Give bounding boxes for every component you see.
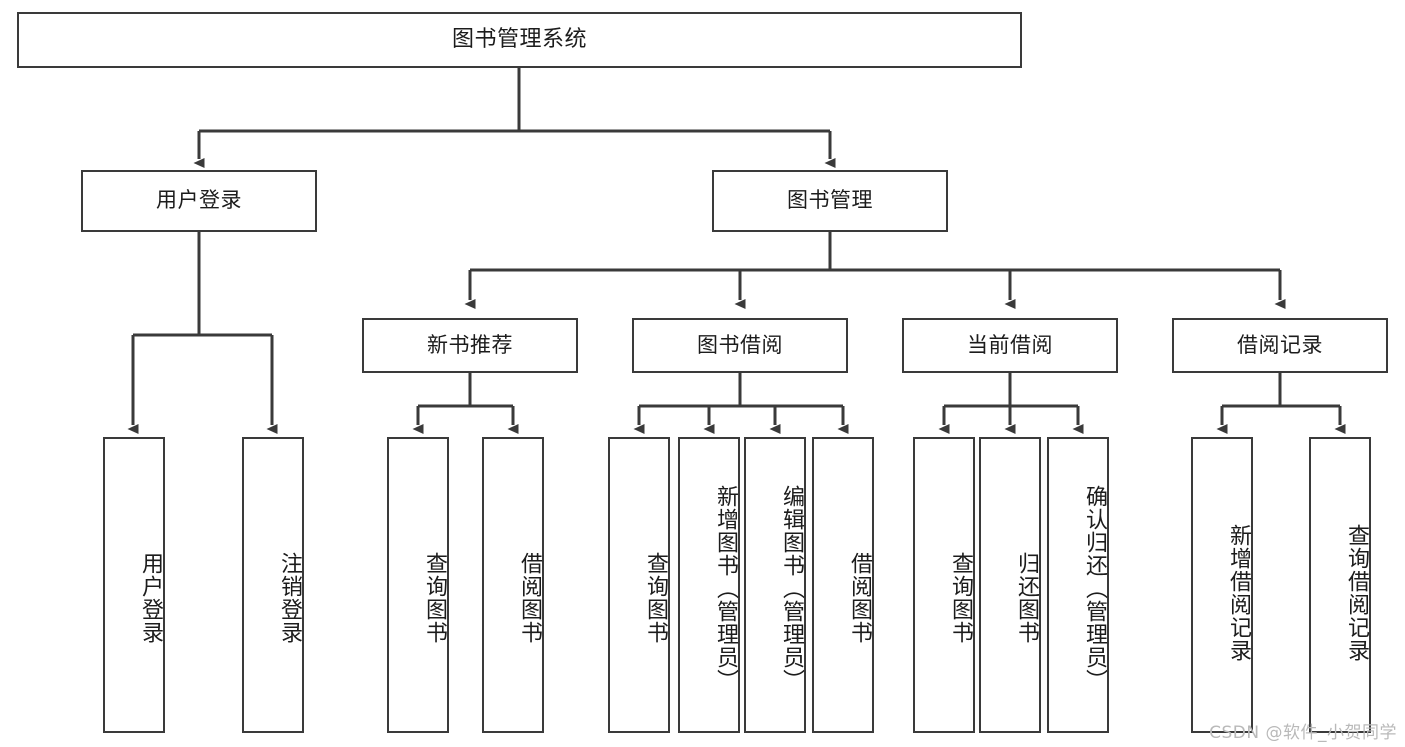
node-leaf-query-book-1[interactable]: 查询图书 <box>387 437 449 733</box>
node-leaf-query-book-2-label: 查询图书 <box>643 552 668 644</box>
node-current-borrow[interactable]: 当前借阅 <box>902 318 1118 373</box>
node-book-manage[interactable]: 图书管理 <box>712 170 948 232</box>
csdn-watermark: CSDN @软件_小贺同学 <box>1209 723 1397 743</box>
node-borrow-record[interactable]: 借阅记录 <box>1172 318 1388 373</box>
node-leaf-query-record-label: 查询借阅记录 <box>1344 524 1369 662</box>
node-user-login-label: 用户登录 <box>156 188 242 213</box>
node-leaf-borrow-book-1-label: 借阅图书 <box>517 552 542 644</box>
node-leaf-add-book[interactable]: 新增图书（管理员） <box>678 437 740 733</box>
node-leaf-add-book-label: 新增图书（管理员） <box>713 484 738 692</box>
node-leaf-logout-label: 注销登录 <box>277 552 302 644</box>
node-new-book-rec-label: 新书推荐 <box>427 332 513 357</box>
node-current-borrow-label: 当前借阅 <box>967 332 1053 357</box>
node-leaf-add-record[interactable]: 新增借阅记录 <box>1191 437 1253 733</box>
node-user-login[interactable]: 用户登录 <box>81 170 317 232</box>
node-book-borrow[interactable]: 图书借阅 <box>632 318 848 373</box>
node-leaf-query-book-1-label: 查询图书 <box>422 552 447 644</box>
node-leaf-borrow-book-2-label: 借阅图书 <box>847 552 872 644</box>
node-leaf-return-book-label: 归还图书 <box>1014 552 1039 644</box>
node-leaf-confirm-return[interactable]: 确认归还（管理员） <box>1047 437 1109 733</box>
node-leaf-user-login[interactable]: 用户登录 <box>103 437 165 733</box>
node-root-label: 图书管理系统 <box>451 26 587 52</box>
node-leaf-edit-book[interactable]: 编辑图书（管理员） <box>744 437 806 733</box>
node-book-borrow-label: 图书借阅 <box>697 332 783 357</box>
node-leaf-borrow-book-2[interactable]: 借阅图书 <box>812 437 874 733</box>
node-new-book-rec[interactable]: 新书推荐 <box>362 318 578 373</box>
node-leaf-add-record-label: 新增借阅记录 <box>1226 524 1251 662</box>
node-leaf-query-book-3[interactable]: 查询图书 <box>913 437 975 733</box>
node-leaf-logout[interactable]: 注销登录 <box>242 437 304 733</box>
node-leaf-query-record[interactable]: 查询借阅记录 <box>1309 437 1371 733</box>
node-leaf-edit-book-label: 编辑图书（管理员） <box>779 484 804 692</box>
node-leaf-confirm-return-label: 确认归还（管理员） <box>1082 484 1107 692</box>
node-leaf-user-login-label: 用户登录 <box>138 552 163 644</box>
node-leaf-return-book[interactable]: 归还图书 <box>979 437 1041 733</box>
node-book-manage-label: 图书管理 <box>787 188 873 213</box>
node-leaf-query-book-2[interactable]: 查询图书 <box>608 437 670 733</box>
node-leaf-borrow-book-1[interactable]: 借阅图书 <box>482 437 544 733</box>
node-leaf-query-book-3-label: 查询图书 <box>948 552 973 644</box>
node-borrow-record-label: 借阅记录 <box>1237 332 1323 357</box>
node-root[interactable]: 图书管理系统 <box>17 12 1022 68</box>
